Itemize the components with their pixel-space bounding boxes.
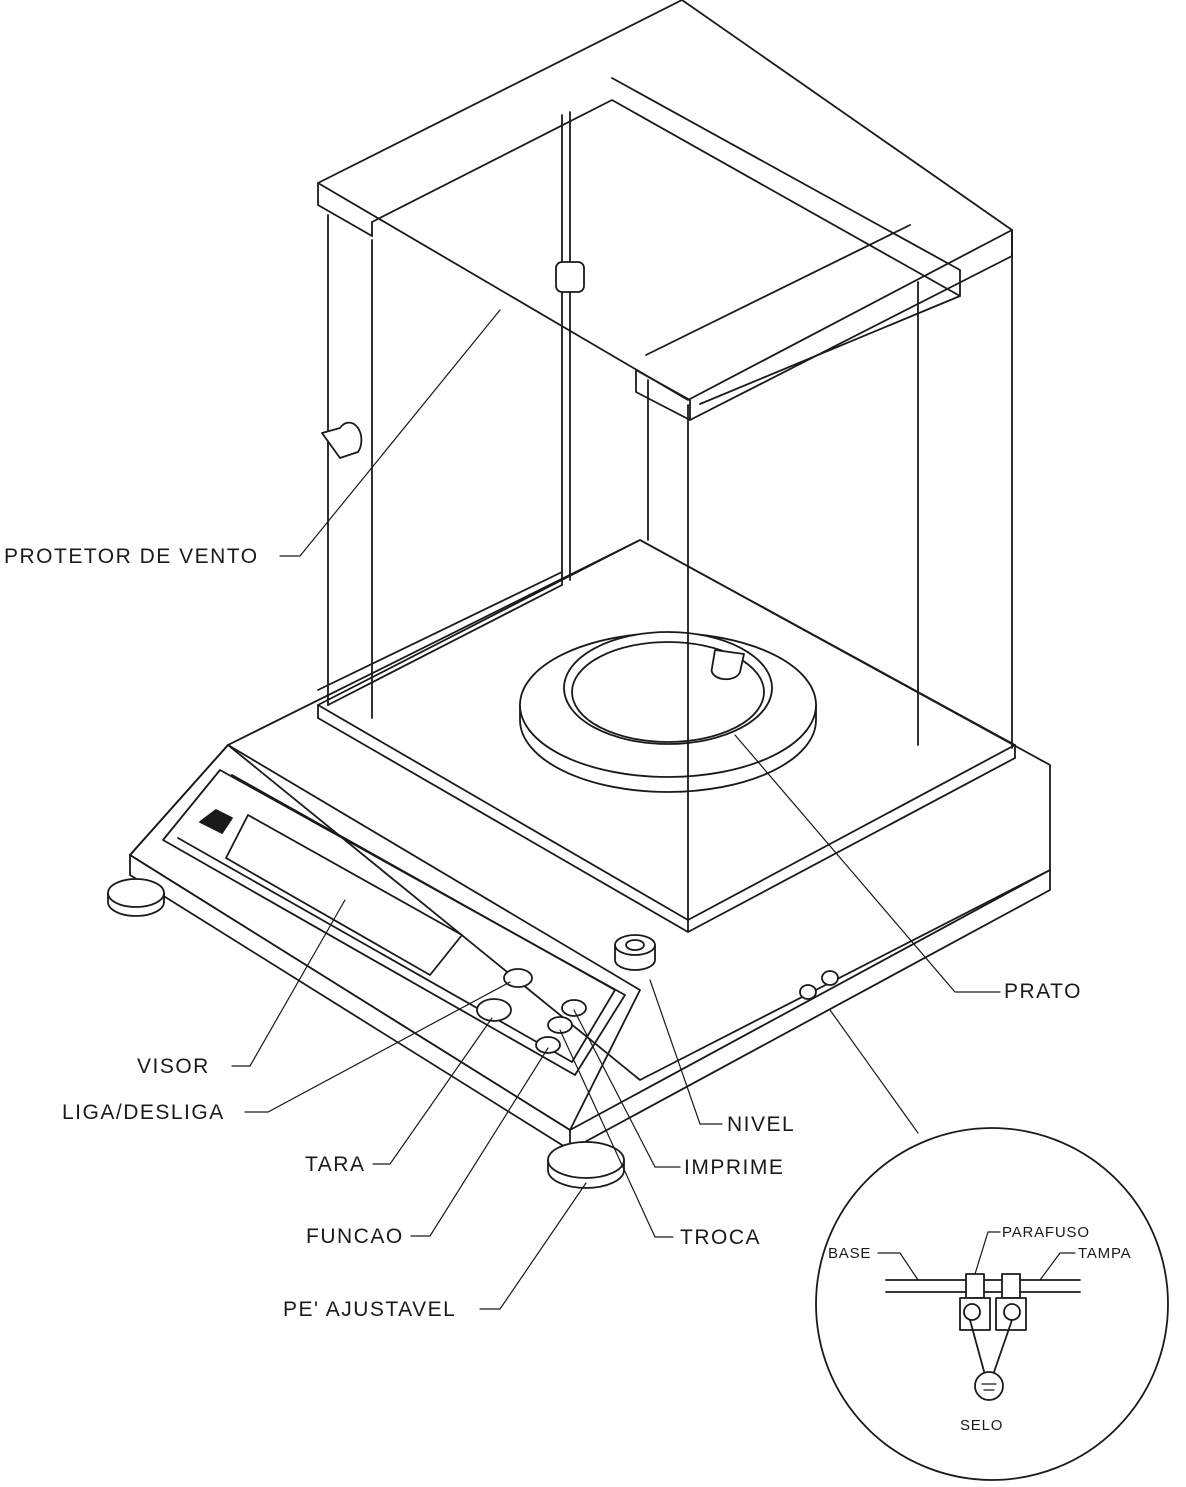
funcao-button[interactable] xyxy=(535,1036,561,1054)
seal-screws xyxy=(799,970,839,1000)
label-liga-desliga: LIGA/DESLIGA xyxy=(62,1101,225,1124)
balance-base xyxy=(129,539,1051,1151)
label-funcao: FUNCAO xyxy=(306,1225,404,1248)
detail-label-tampa: TAMPA xyxy=(1078,1245,1131,1262)
imprime-button[interactable] xyxy=(561,999,587,1017)
control-panel xyxy=(129,744,641,1131)
adjustable-foot-front[interactable] xyxy=(547,1141,625,1189)
wind-shield xyxy=(317,0,1013,921)
label-pe-ajustavel: PE' AJUSTAVEL xyxy=(283,1298,456,1321)
weighing-pan xyxy=(519,631,817,793)
label-tara: TARA xyxy=(305,1153,365,1176)
leader-lines xyxy=(231,309,1001,1310)
label-imprime: IMPRIME xyxy=(684,1156,784,1179)
detail-label-selo: SELO xyxy=(960,1417,1003,1434)
tara-button[interactable] xyxy=(476,998,512,1022)
display-visor xyxy=(225,814,463,976)
adjustable-foot-left[interactable] xyxy=(107,878,165,917)
logo-icon xyxy=(199,809,233,834)
level-bubble-icon xyxy=(614,934,656,971)
troca-button[interactable] xyxy=(547,1016,573,1034)
liga-desliga-button[interactable] xyxy=(503,968,533,988)
label-prato: PRATO xyxy=(1004,980,1082,1003)
detail-label-base: BASE xyxy=(828,1245,871,1262)
label-nivel: NIVEL xyxy=(727,1113,795,1136)
label-visor: VISOR xyxy=(137,1055,210,1078)
label-protetor-de-vento: PROTETOR DE VENTO xyxy=(4,545,259,568)
detail-label-parafuso: PARAFUSO xyxy=(1002,1224,1090,1241)
label-troca: TROCA xyxy=(680,1226,761,1249)
seal-detail-view xyxy=(815,1127,1169,1481)
